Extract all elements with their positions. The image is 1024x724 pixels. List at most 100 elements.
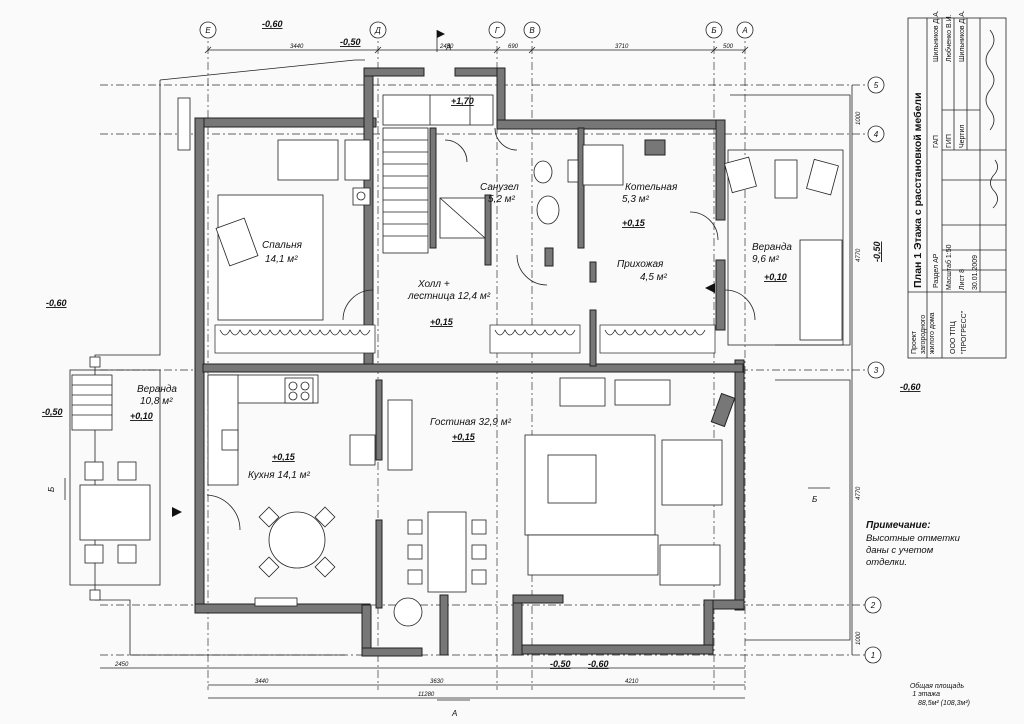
level-marks: -0,60 -0,50 -0,60 -0,50 -0,60 -0,50 -0,5… bbox=[42, 19, 921, 669]
room-veranda-left-area: 10,8 м² bbox=[140, 396, 173, 407]
title-section: Раздел АР bbox=[933, 253, 940, 288]
room-bedroom-area: 14,1 м² bbox=[265, 254, 298, 265]
level-bottom-1: -0,50 bbox=[550, 659, 571, 669]
axis-label-1: 1 bbox=[871, 651, 875, 660]
room-boiler-area: 5,3 м² bbox=[622, 194, 650, 205]
room-entry-area: 4,5 м² bbox=[640, 272, 668, 283]
title-main: План 1 Этажа с расстановкой мебели bbox=[912, 92, 924, 288]
axis-bubbles: Е Д Г В Б А 5 4 3 2 1 bbox=[199, 21, 885, 664]
title-role-gap: ГАП bbox=[933, 135, 940, 148]
dim-top-5: 500 bbox=[723, 44, 734, 50]
dim-bottom-3: 3630 bbox=[430, 679, 444, 685]
level-left: -0,60 bbox=[46, 298, 67, 308]
bathroom-fixtures bbox=[439, 139, 843, 341]
note-line-2: даны с учетом bbox=[866, 545, 934, 556]
room-bath-name: Санузел bbox=[480, 182, 519, 193]
axis-label-3: 3 bbox=[874, 366, 879, 375]
section-label-b-right: Б bbox=[812, 495, 817, 504]
axis-label-g: Г bbox=[495, 26, 500, 35]
bedroom-furniture bbox=[215, 139, 371, 321]
dim-right-3: 4770 bbox=[856, 486, 862, 500]
total-area-line-1: Общая площадь bbox=[910, 682, 964, 690]
level-living: +0,15 bbox=[452, 432, 476, 442]
walls bbox=[194, 67, 745, 657]
room-veranda-right-name: Веранда bbox=[752, 242, 792, 253]
level-boiler: +0,15 bbox=[622, 218, 646, 228]
dim-total: 11280 bbox=[418, 692, 435, 698]
level-veranda-left: +0,10 bbox=[130, 411, 153, 421]
title-role-gip: ГИП bbox=[946, 134, 953, 148]
note-block: Примечание: Высотные отметки даны с учет… bbox=[866, 520, 961, 568]
title-date: 30.01.2009 bbox=[972, 255, 979, 290]
level-right: -0,60 bbox=[900, 382, 921, 392]
total-area-line-2: 1 этажа bbox=[912, 691, 940, 698]
total-area-block: Общая площадь 1 этажа 88,5м² (108,3м²) bbox=[910, 682, 970, 707]
total-area-line-3: 88,5м² (108,3м²) bbox=[918, 700, 970, 707]
room-veranda-left-name: Веранда bbox=[137, 384, 177, 395]
axis-label-5: 5 bbox=[874, 81, 879, 90]
room-kitchen-name: Кухня 14,1 м² bbox=[248, 470, 311, 481]
veranda-left-furniture bbox=[71, 374, 151, 564]
radiators bbox=[214, 324, 716, 354]
axis-grid bbox=[100, 30, 875, 690]
axis-label-4: 4 bbox=[874, 130, 879, 139]
room-veranda-right-area: 9,6 м² bbox=[752, 254, 780, 265]
level-veranda-left-out: -0,50 bbox=[42, 407, 63, 417]
room-bath-area: 5,2 м² bbox=[488, 194, 516, 205]
note-line-3: отделки. bbox=[866, 557, 907, 568]
title-block: План 1 Этажа с расстановкой мебели Разде… bbox=[907, 10, 1007, 359]
title-project-2: загородного bbox=[920, 315, 927, 354]
level-hall: +0,15 bbox=[430, 317, 454, 327]
axis-label-v: В bbox=[529, 26, 535, 35]
level-stair: +1,70 bbox=[451, 96, 474, 106]
dim-bottom-2: 3440 bbox=[255, 679, 269, 685]
dim-right-2: 4770 bbox=[856, 248, 862, 262]
kitchen-furniture bbox=[207, 374, 376, 607]
dim-top-2: 2450 bbox=[439, 44, 454, 50]
axis-label-e: Е bbox=[205, 26, 211, 35]
doors bbox=[172, 127, 756, 531]
axis-label-a: А bbox=[741, 26, 747, 35]
title-org-2: "ПРОГРЕСС" bbox=[961, 310, 968, 354]
dim-top-4: 3710 bbox=[615, 44, 629, 50]
dim-top-3: 690 bbox=[508, 44, 519, 50]
dimension-lines: 3440 2450 690 3710 500 2450 3440 3630 42… bbox=[100, 44, 862, 699]
title-project-3: жилого дома bbox=[929, 312, 936, 354]
dim-bottom-1: 2450 bbox=[114, 662, 129, 668]
title-sheet: Лист 8 bbox=[959, 269, 966, 290]
room-hall-name: Холл + bbox=[417, 279, 450, 290]
signature-2 bbox=[990, 159, 998, 209]
title-name-gap: Шильников Д.А. bbox=[933, 10, 940, 62]
dim-right-4: 1000 bbox=[856, 631, 862, 645]
section-label-a-bottom: А bbox=[451, 709, 457, 718]
dim-bottom-4: 4210 bbox=[625, 679, 639, 685]
room-entry-name: Прихожая bbox=[617, 259, 664, 270]
living-furniture bbox=[387, 377, 736, 627]
axis-label-d: Д bbox=[374, 26, 381, 35]
section-label-a-top: А bbox=[445, 43, 451, 52]
level-top: -0,50 bbox=[340, 37, 361, 47]
title-name-gip: Любченко В.И. bbox=[945, 14, 953, 62]
level-veranda-right-out: -0,50 bbox=[872, 241, 882, 262]
level-veranda-right: +0,10 bbox=[764, 272, 787, 282]
note-title: Примечание: bbox=[866, 520, 931, 531]
room-living-name: Гостиная 32,9 м² bbox=[430, 417, 512, 428]
room-hall-name-2: лестница 12,4 м² bbox=[407, 291, 491, 302]
level-kitchen: +0,15 bbox=[272, 452, 296, 462]
staircase bbox=[382, 94, 494, 254]
axis-label-b: Б bbox=[711, 26, 716, 35]
room-boiler-name: Котельная bbox=[625, 182, 678, 193]
title-org-1: ООО ТПЦ bbox=[950, 320, 957, 354]
level-bottom-2: -0,60 bbox=[588, 659, 609, 669]
title-project-1: Проект bbox=[911, 330, 918, 354]
title-scale: Масштаб 1:50 bbox=[945, 244, 953, 290]
section-label-b-left: Б bbox=[47, 487, 56, 492]
level-top-left: -0,60 bbox=[262, 19, 283, 29]
signature-1 bbox=[985, 29, 995, 131]
note-line-1: Высотные отметки bbox=[866, 533, 961, 544]
dim-top-1: 3440 bbox=[290, 44, 304, 50]
axis-label-2: 2 bbox=[870, 601, 876, 610]
title-name-drawn: Шильников Д.А. bbox=[959, 10, 966, 62]
